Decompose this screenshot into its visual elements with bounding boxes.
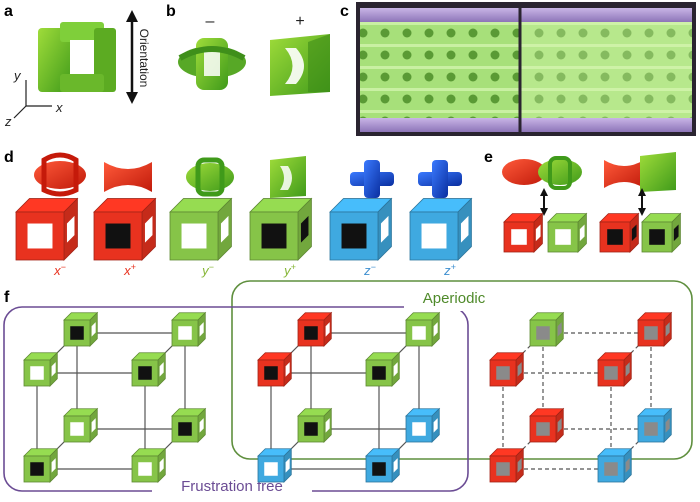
lattice-gray-cube-5 (637, 311, 673, 347)
panel-f: Aperiodic Frustration free (3, 280, 693, 498)
aperiodic-label: Aperiodic (423, 290, 486, 307)
lattice-green-cube-7 (171, 407, 207, 443)
panel-c (356, 2, 696, 136)
lattice-photo-right (520, 20, 692, 120)
lattice-mixed-cube-6 (297, 407, 333, 443)
lattice-mixed-cube-2 (257, 447, 293, 483)
panel-a: Orientation y x z (4, 10, 151, 129)
axes-icon (13, 80, 52, 119)
label-x-minus: x− (53, 262, 66, 278)
lattice-green-cube-2 (23, 447, 59, 483)
lattice-green-cube-0 (23, 351, 59, 387)
cube-y-minus (169, 197, 233, 261)
axis-x-label: x (55, 100, 63, 115)
lattice-mixed-cube-3 (365, 447, 401, 483)
lattice-gray-cube-7 (637, 407, 673, 443)
axis-z-label: z (4, 114, 12, 129)
schematic-cube-row (15, 197, 473, 261)
block-x-plus (104, 162, 152, 192)
lattice-mixed-cube-7 (405, 407, 441, 443)
lattice-gray-cube-6 (529, 407, 565, 443)
cube-x-minus (15, 197, 79, 261)
lattice-gray-cube-4 (529, 311, 565, 347)
minus-sign: – (206, 13, 215, 30)
block-z-plus (418, 160, 462, 198)
e-cube-red-plus (599, 212, 640, 253)
lattice-green-cube-6 (63, 407, 99, 443)
lattice-green-cube-4 (63, 311, 99, 347)
lattice-green-cube-3 (131, 447, 167, 483)
panel-label-f: f (4, 289, 10, 306)
lattice-green-cube-1 (131, 351, 167, 387)
e-cube-green-minus (547, 212, 588, 253)
green-block-plus (270, 34, 330, 96)
orientation-label: Orientation (137, 29, 151, 88)
panel-e (502, 152, 682, 253)
panel-label-d: d (4, 149, 14, 166)
block-x-minus (34, 152, 86, 197)
lattice-gray-cube-2 (489, 447, 525, 483)
label-z-plus: z+ (443, 262, 456, 278)
pair-red-green-plus (604, 152, 676, 192)
panel-label-c: c (340, 3, 349, 20)
panel-label-e: e (484, 149, 493, 166)
panel-label-a: a (4, 3, 13, 20)
cube-z-plus (409, 197, 473, 261)
double-arrow-left (540, 188, 548, 216)
axis-y-label: y (13, 68, 22, 83)
panel-b: – + (178, 13, 330, 96)
lattice-gray-cube-0 (489, 351, 525, 387)
orientation-arrow (126, 10, 138, 104)
lattice-mixed-cube-1 (365, 351, 401, 387)
lattice-mixed-cube-4 (297, 311, 333, 347)
panel-label-b: b (166, 3, 176, 20)
label-x-plus: x+ (123, 262, 136, 278)
lattice-mixed (257, 311, 441, 483)
cube-y-plus (249, 197, 313, 261)
lattice-mixed-cube-0 (257, 351, 293, 387)
lattice-gray (489, 311, 673, 483)
e-cube-red-minus (503, 212, 544, 253)
lattice-diagrams (23, 311, 673, 483)
block-y-minus (186, 157, 234, 197)
panel-e-cubes (503, 212, 682, 253)
cube-x-plus (93, 197, 157, 261)
lattice-green (23, 311, 207, 483)
lattice-green-cube-5 (171, 311, 207, 347)
block-y-plus (270, 156, 306, 198)
plus-sign: + (295, 13, 304, 30)
panel-d: x− x+ y− y+ z− z+ (15, 152, 473, 278)
lattice-gray-cube-3 (597, 447, 633, 483)
cube-z-minus (329, 197, 393, 261)
aperiodic-box (231, 280, 693, 460)
green-block-minus (178, 38, 246, 90)
block-z-minus (350, 160, 394, 198)
frustration-free-label: Frustration free (181, 478, 283, 495)
label-y-plus: y+ (283, 262, 296, 278)
green-building-block (38, 22, 116, 92)
label-y-minus: y− (201, 262, 214, 278)
double-arrow-right (638, 188, 646, 216)
lattice-photo-left (360, 20, 520, 120)
lattice-gray-cube-1 (597, 351, 633, 387)
label-z-minus: z− (363, 262, 376, 278)
e-cube-green-plus (641, 212, 682, 253)
pair-red-green-minus (502, 156, 582, 190)
lattice-mixed-cube-5 (405, 311, 441, 347)
